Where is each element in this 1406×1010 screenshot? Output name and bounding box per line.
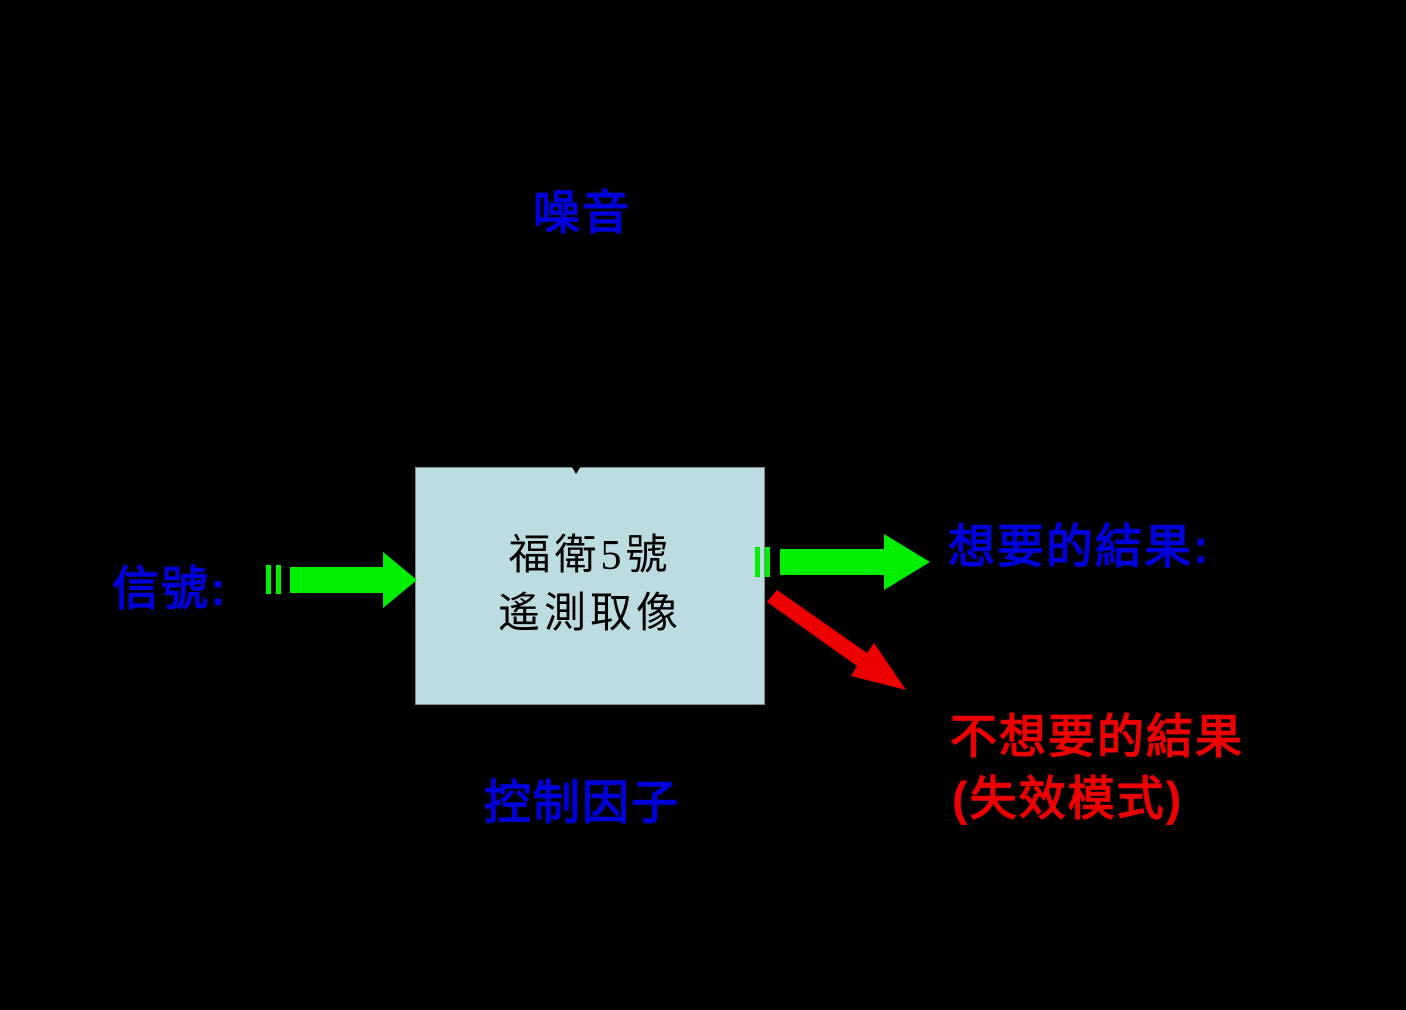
output-arrow-bar-icon [765, 547, 770, 577]
output-arrow-icon [780, 534, 930, 590]
signal-arrow-bar-icon [266, 565, 271, 594]
failure-arrow-icon [767, 590, 906, 690]
signal-arrow-icon [290, 552, 417, 608]
control-factor-label: 控制因子 [484, 776, 680, 829]
process-box-title-line2: 遙測取像 [497, 591, 682, 637]
process-box-title-line1: 福衛5號 [508, 533, 672, 580]
signal-label: 信號: [112, 562, 228, 615]
noise-label: 噪音 [533, 186, 631, 239]
failure-mode-label: (失效模式) [952, 772, 1184, 825]
desired-result-label: 想要的結果: [948, 520, 1211, 573]
process-box: 福衛5號 遙測取像 [415, 467, 765, 705]
signal-arrow-bar-icon [276, 565, 281, 594]
undesired-result-label: 不想要的結果 [950, 710, 1244, 763]
